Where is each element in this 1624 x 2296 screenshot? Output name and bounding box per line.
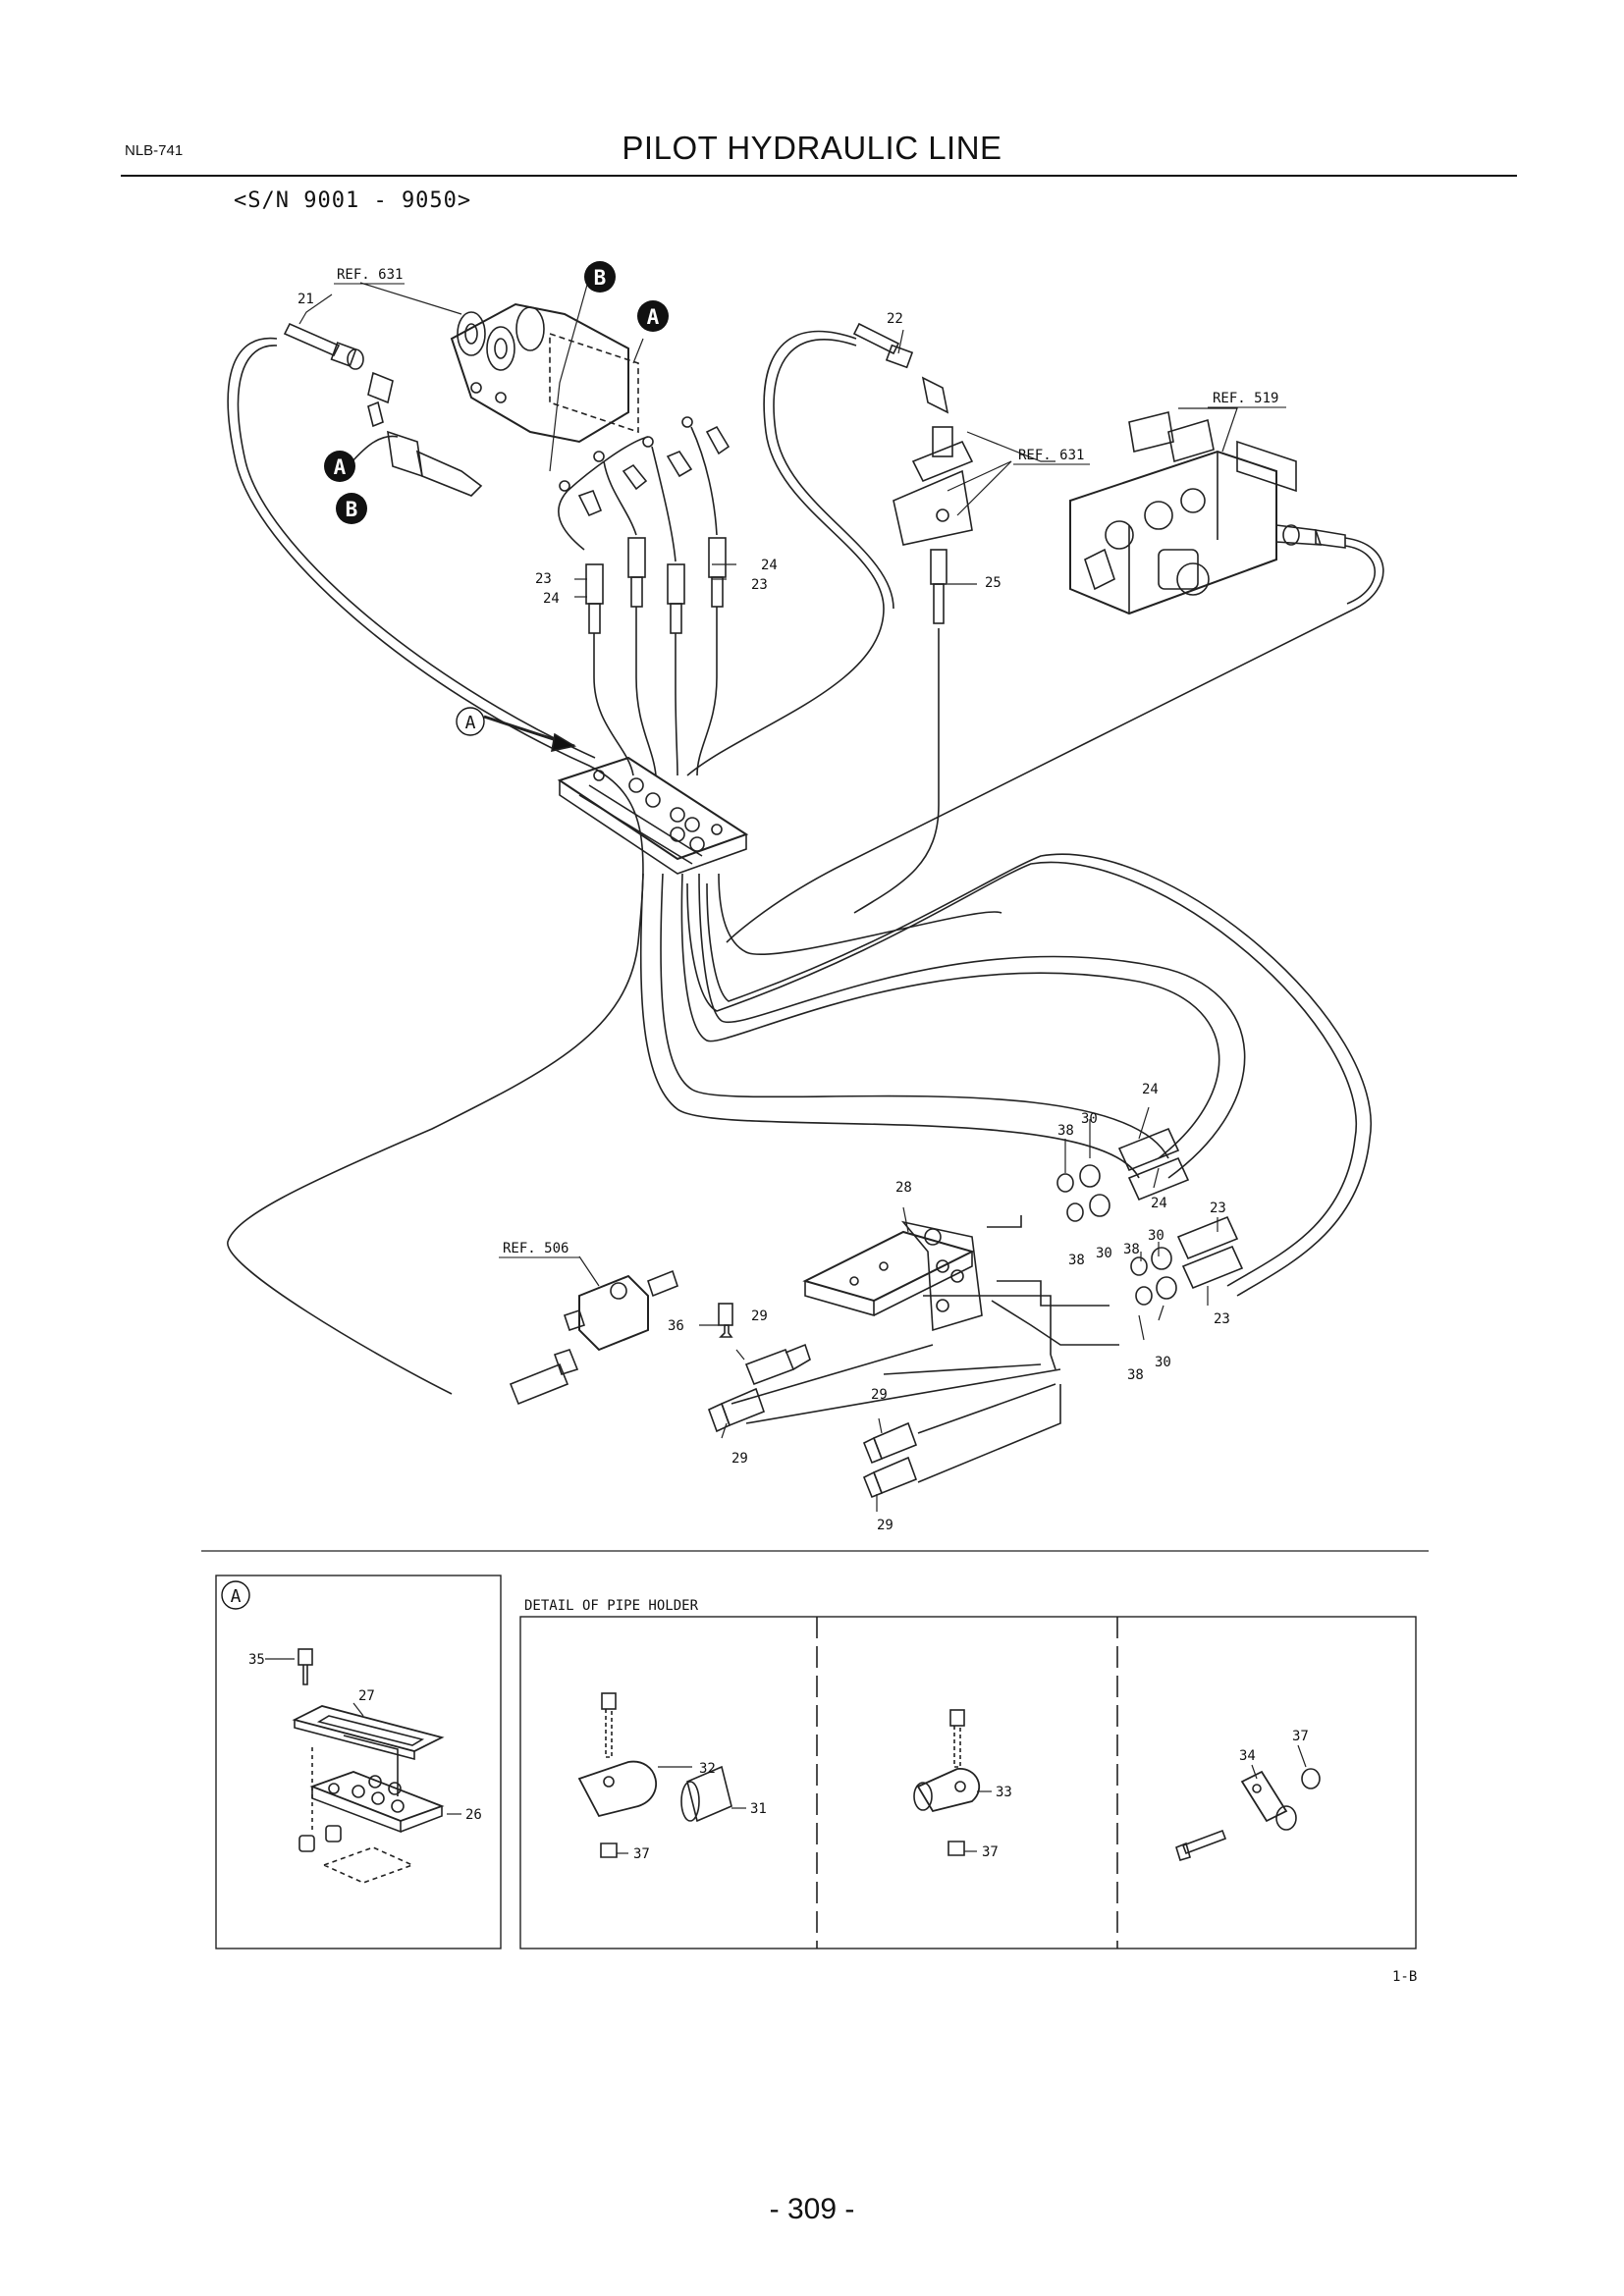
hose-routing xyxy=(227,330,1384,1483)
part-number: 28 xyxy=(895,1180,912,1196)
part-number: 35 xyxy=(248,1652,265,1668)
ref-label-631-top: REF. 631 xyxy=(337,267,403,283)
marker-b-top: B xyxy=(584,261,616,293)
part-number: 37 xyxy=(1292,1729,1309,1744)
svg-text:A: A xyxy=(465,713,476,733)
pipe-holder-33 xyxy=(913,1709,992,1856)
part-number: 30 xyxy=(1081,1111,1098,1127)
marker-b-left: B xyxy=(336,493,367,524)
document-code: NLB-741 xyxy=(125,142,184,159)
part-number: 30 xyxy=(1096,1246,1112,1261)
page-title: PILOT HYDRAULIC LINE xyxy=(622,130,1002,166)
part-number: 32 xyxy=(699,1761,716,1777)
part-number: 36 xyxy=(668,1318,684,1334)
svg-text:A: A xyxy=(647,305,660,329)
manifold-plate-28 xyxy=(802,1220,983,1332)
header-divider xyxy=(121,175,1517,177)
sheet-code: 1-B xyxy=(1392,1969,1417,1985)
valve-block-ref-519 xyxy=(1069,411,1346,615)
part-number: 29 xyxy=(731,1451,748,1467)
svg-text:B: B xyxy=(346,498,358,521)
pipe-holder-32 xyxy=(577,1692,746,1858)
leader-lines xyxy=(298,282,1238,1512)
valve-fittings-23-24 xyxy=(558,416,731,776)
part-number: 38 xyxy=(1123,1242,1140,1257)
part-number: 30 xyxy=(1148,1228,1164,1244)
svg-text:B: B xyxy=(594,266,607,290)
valve-ref-506 xyxy=(509,1269,678,1406)
part-number: 21 xyxy=(298,292,314,307)
pipe-holder-34 xyxy=(1175,1744,1321,1861)
part-number: 34 xyxy=(1239,1748,1256,1764)
part-number: 24 xyxy=(543,591,560,607)
detail-a-frame xyxy=(215,1575,502,1949)
svg-text:A: A xyxy=(334,455,347,479)
part-number: 27 xyxy=(358,1688,375,1704)
part-number: 23 xyxy=(1214,1311,1230,1327)
ref-label-631-right: REF. 631 xyxy=(1018,448,1084,463)
part-number: 37 xyxy=(633,1846,650,1862)
ref-label-519: REF. 519 xyxy=(1213,391,1278,406)
part-number: 38 xyxy=(1127,1367,1144,1383)
part-number: 22 xyxy=(887,311,903,327)
fitting-21 xyxy=(283,322,483,497)
part-number: 25 xyxy=(985,575,1001,591)
part-number: 24 xyxy=(761,558,778,573)
marker-a-top: A xyxy=(637,300,669,332)
fitting-22-bracket xyxy=(852,322,974,914)
pipe-holder-title: DETAIL OF PIPE HOLDER xyxy=(524,1598,699,1614)
control-valve-ref-631 xyxy=(450,302,639,444)
part-number: 31 xyxy=(750,1801,767,1817)
part-number: 33 xyxy=(996,1785,1012,1800)
arrowhead-to-holder xyxy=(551,732,577,753)
page-number: - 309 - xyxy=(769,2193,855,2225)
part-number: 23 xyxy=(1210,1201,1226,1216)
part-number: 37 xyxy=(982,1844,999,1860)
part-number: 23 xyxy=(751,577,768,593)
pipe-holder-a xyxy=(557,756,749,875)
part-number: 38 xyxy=(1068,1253,1085,1268)
marker-a-left: A xyxy=(324,451,355,482)
part-number: 38 xyxy=(1057,1123,1074,1139)
detail-marker-a-box: A xyxy=(221,1580,250,1610)
detail-marker-a-main: A xyxy=(456,707,485,736)
part-number: 24 xyxy=(1142,1082,1159,1097)
part-number: 30 xyxy=(1155,1355,1171,1370)
fittings-30-38 xyxy=(1056,1127,1244,1306)
svg-text:A: A xyxy=(231,1586,242,1607)
part-number: 24 xyxy=(1151,1196,1167,1211)
pipe-holder-frame xyxy=(519,1616,1417,1949)
serial-range: <S/N 9001 - 9050> xyxy=(234,188,472,213)
part-number: 26 xyxy=(465,1807,482,1823)
adapters-29 xyxy=(707,1303,918,1499)
part-number: 23 xyxy=(535,571,552,587)
part-number: 29 xyxy=(751,1308,768,1324)
detail-a-drawing xyxy=(265,1648,461,1884)
ref-label-506: REF. 506 xyxy=(503,1241,568,1256)
part-number: 29 xyxy=(877,1518,893,1533)
part-number: 29 xyxy=(871,1387,888,1403)
